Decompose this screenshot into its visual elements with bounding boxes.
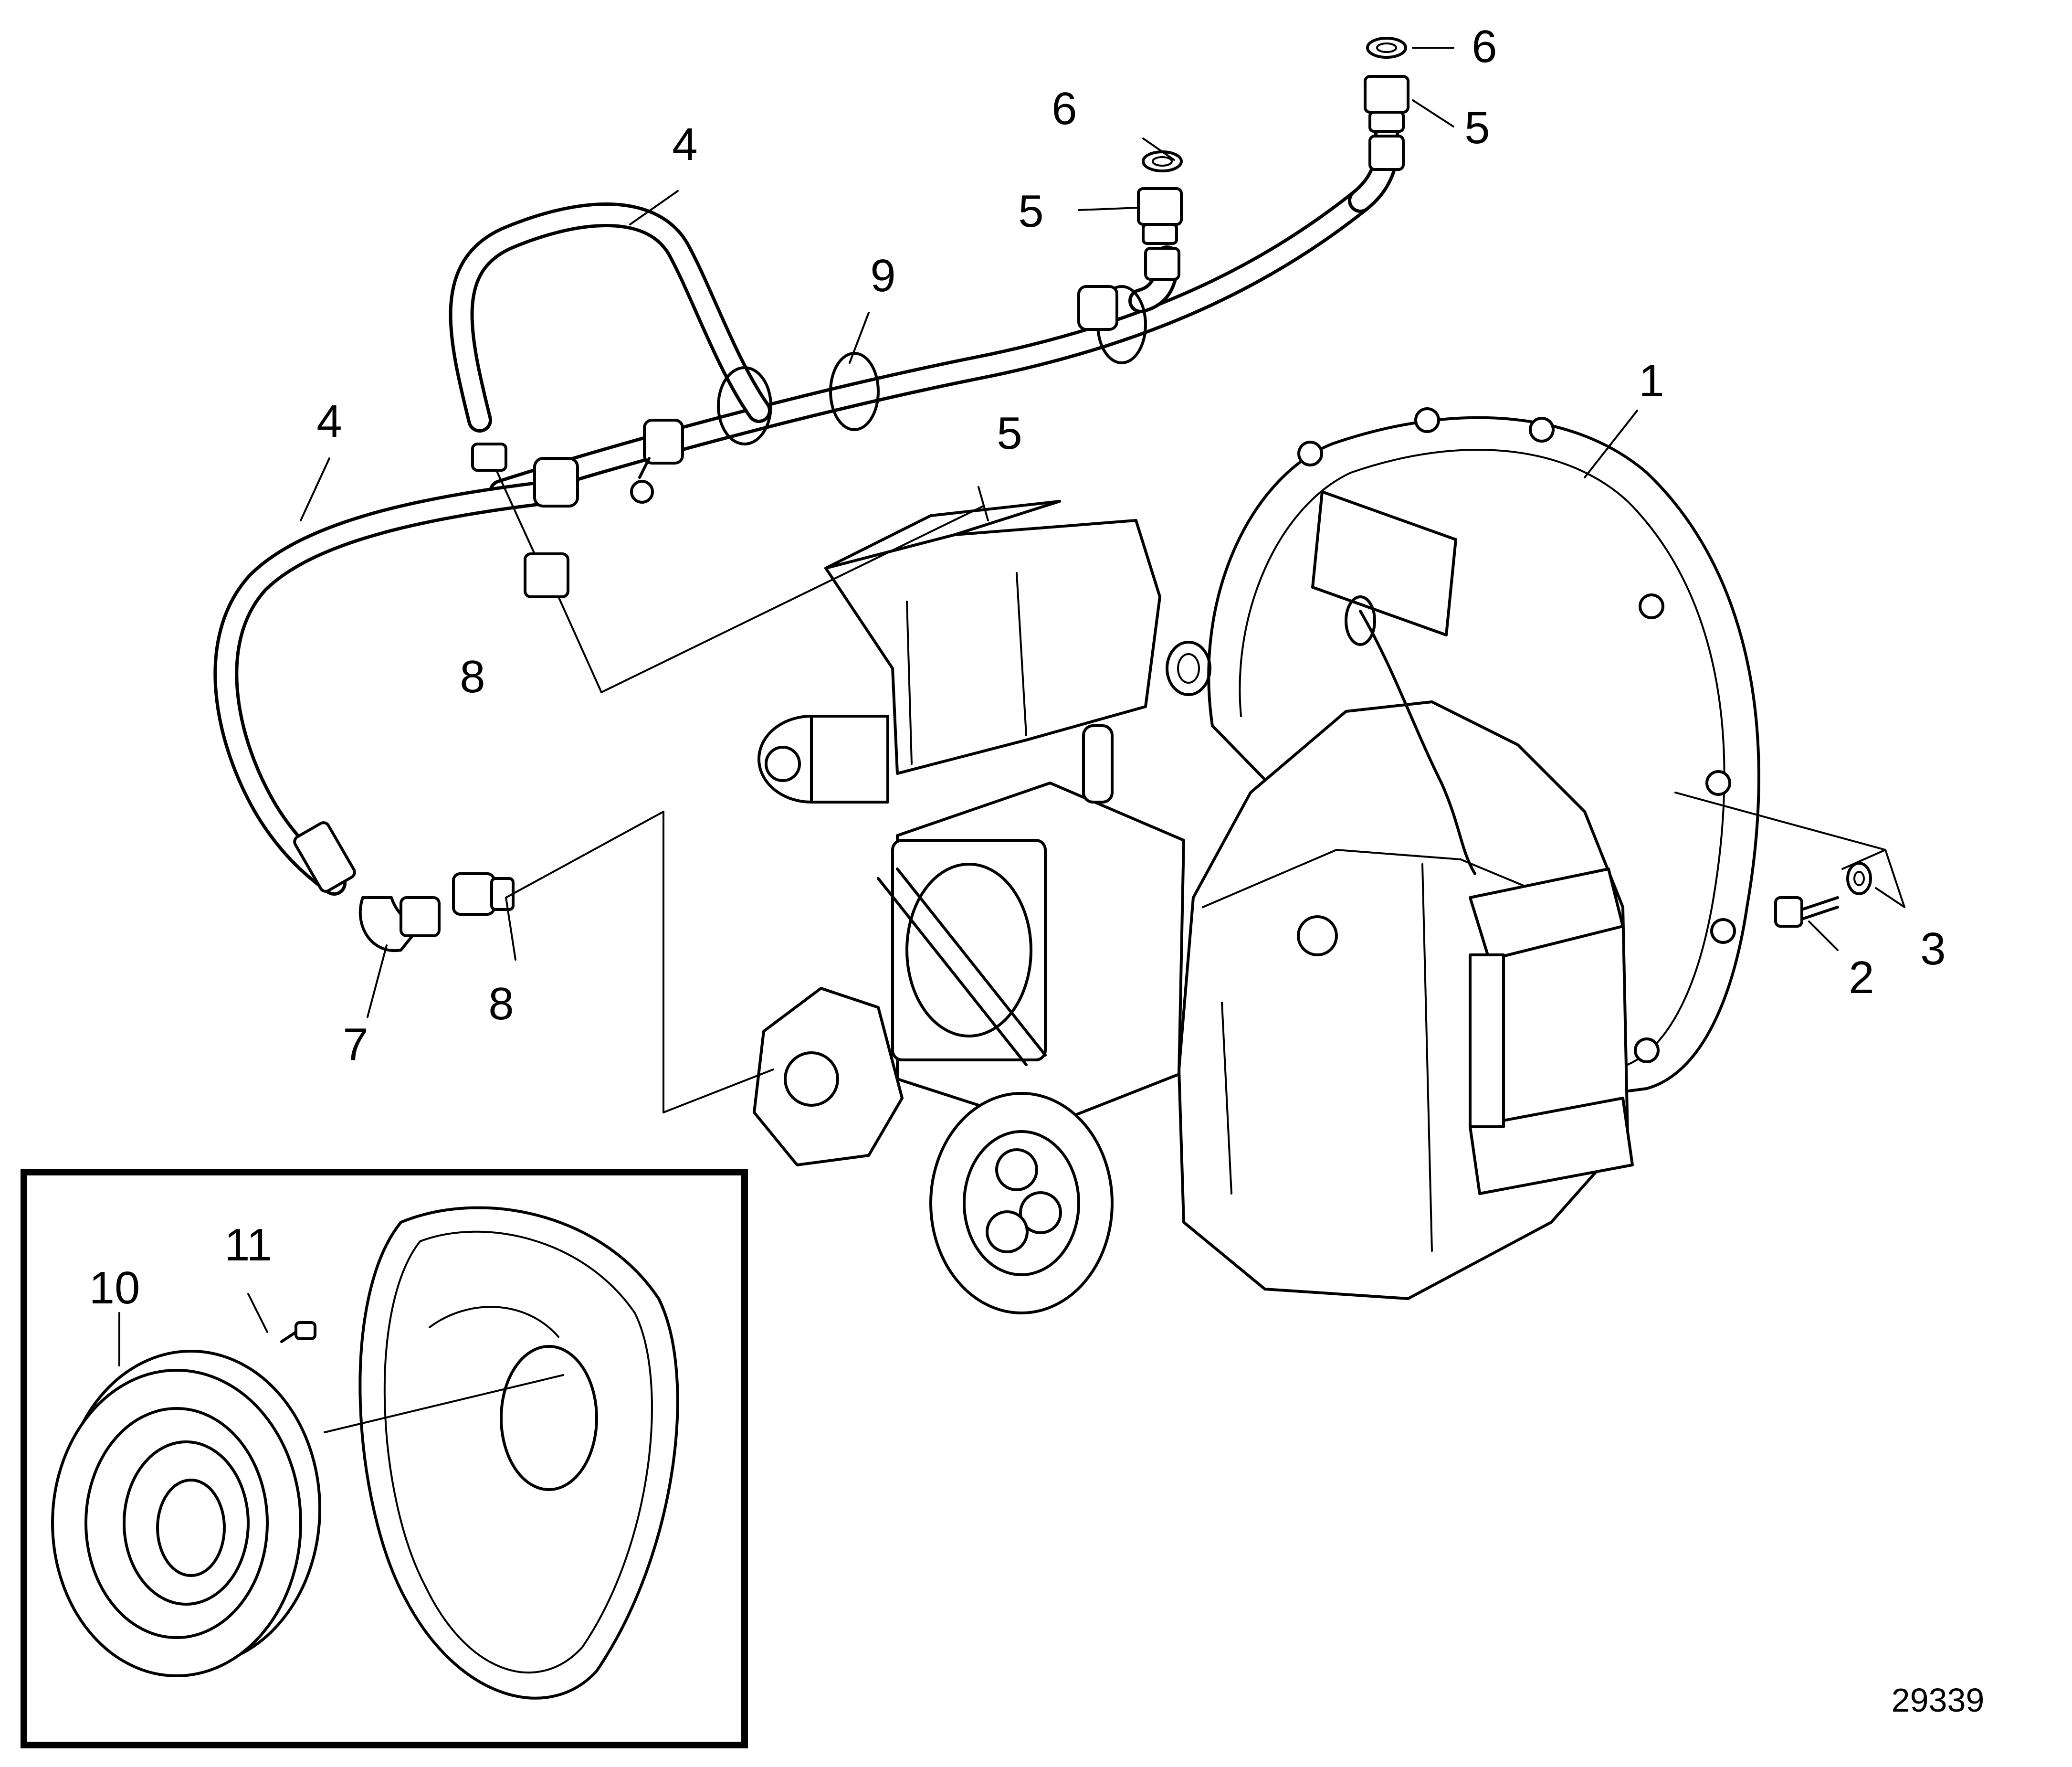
callout-3: 3: [1920, 923, 1946, 974]
washer-icon: [1366, 37, 1407, 59]
clamp-icon: [533, 457, 579, 508]
callout-4-upper: 4: [672, 119, 697, 170]
clamp-icon: [1077, 285, 1118, 331]
gearbox-assembly: [753, 407, 1760, 1314]
lifting-eye-icon: [1166, 641, 1211, 696]
bolt-icon: [1774, 896, 1839, 928]
adapter-icon: [471, 443, 569, 598]
damper-disc: [51, 1350, 321, 1677]
callout-4-lower: 4: [316, 396, 342, 447]
drain-plug: [1297, 915, 1338, 956]
callout-5-middle: 5: [1018, 186, 1043, 237]
fittings: [293, 37, 1872, 952]
inset-panel: [21, 1169, 748, 1748]
mounting-bracket: [1469, 868, 1624, 961]
callout-8-lower: 8: [488, 978, 514, 1029]
callout-7: 7: [343, 1019, 368, 1070]
figure-number: 29339: [1892, 1682, 1985, 1719]
callout-11: 11: [224, 1219, 272, 1270]
clamp-icon: [717, 366, 772, 445]
hose-lines: [213, 121, 1400, 896]
washer-icon: [1846, 862, 1872, 895]
callout-labels: 1 2 3 4 4 5 5 5 6 6 7 8 8 9 10 11 29339: [89, 21, 1985, 1719]
washer-icon: [1142, 150, 1183, 172]
clamp-icon: [829, 352, 880, 431]
output-flange: [929, 1092, 1114, 1314]
callout-8-upper: 8: [460, 651, 485, 702]
callout-2: 2: [1849, 952, 1874, 1003]
housing-bolts: [1297, 407, 1736, 1063]
callout-6-top: 6: [1472, 21, 1497, 72]
clamp-icon: [643, 419, 684, 465]
screw-icon: [630, 457, 654, 504]
union-icon: [1364, 75, 1409, 171]
hose-clamps: [533, 285, 1147, 508]
callout-10: 10: [89, 1262, 140, 1313]
leader-lines: [118, 47, 1905, 1433]
sensor-cable: [1359, 610, 1476, 875]
elbow-icon: [358, 896, 441, 952]
callout-1: 1: [1639, 355, 1664, 406]
adapter-icon: [452, 872, 515, 916]
cover-plate: [1311, 490, 1457, 636]
flywheel-housing: [358, 1206, 679, 1700]
union-icon: [1137, 187, 1183, 281]
callout-6-middle: 6: [1052, 83, 1077, 134]
callout-9: 9: [870, 250, 895, 301]
dipstick-icon: [1082, 724, 1114, 804]
gearbox-body: [1178, 700, 1629, 1300]
callout-5-valve: 5: [997, 408, 1022, 459]
callout-5-top: 5: [1464, 102, 1490, 153]
hose-end-icon: [293, 821, 356, 893]
screw-icon: [280, 1321, 316, 1343]
